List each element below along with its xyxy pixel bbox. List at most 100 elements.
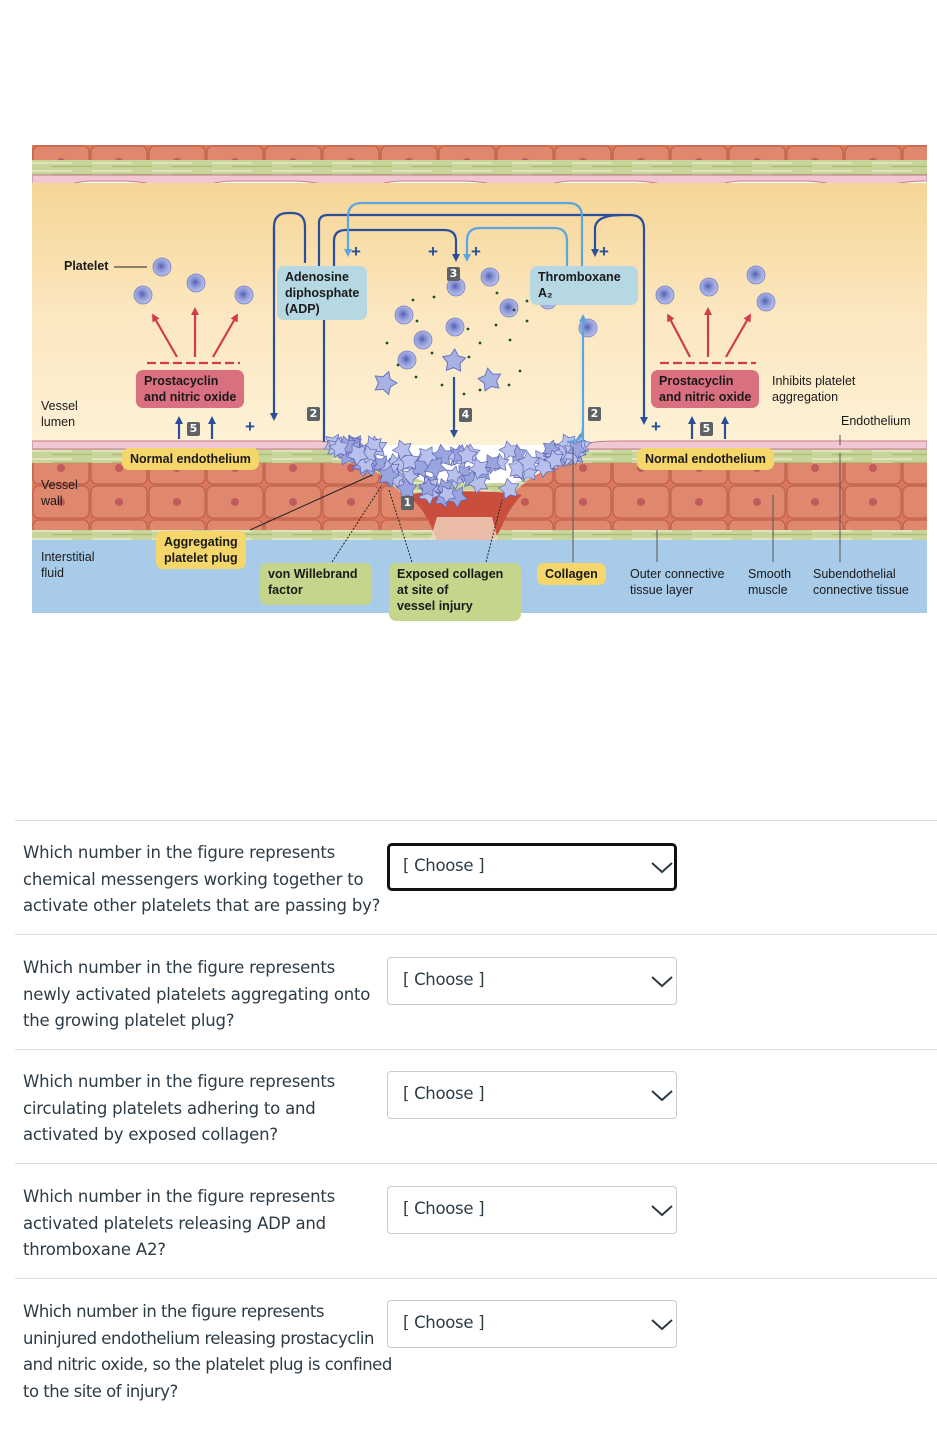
thromboxane-box: Thromboxane A₂ xyxy=(530,266,638,305)
chemical-dot xyxy=(507,383,511,387)
answer-select[interactable]: [ Choose ] xyxy=(387,843,677,891)
select-value: [ Choose ] xyxy=(403,1313,485,1332)
question-text: Which number in the figure represents ne… xyxy=(23,958,371,1030)
bottom-smooth-muscle xyxy=(32,463,927,530)
question-text: Which number in the figure represents ch… xyxy=(23,843,381,915)
select-value: [ Choose ] xyxy=(403,1084,485,1103)
plug-platelet xyxy=(416,446,439,468)
platelet xyxy=(186,273,206,293)
chemical-dot xyxy=(415,319,419,323)
chemical-dot xyxy=(385,341,389,345)
chemical-dot xyxy=(430,351,434,355)
plus-sign: + xyxy=(471,242,481,261)
platelet xyxy=(445,317,465,337)
platelet xyxy=(234,285,254,305)
plug-platelet xyxy=(567,439,587,460)
inhibition-arrows-right xyxy=(660,307,756,365)
platelet-label: Platelet xyxy=(64,259,109,273)
chemical-dot xyxy=(495,291,499,295)
leader-lines xyxy=(114,266,841,563)
platelet xyxy=(756,292,776,312)
collagen-label: Collagen xyxy=(537,563,606,585)
top-connective-tissue xyxy=(32,160,927,175)
plug-platelet xyxy=(481,454,502,475)
plug-platelet xyxy=(542,439,561,458)
question-row: Which number in the figure represents ci… xyxy=(15,1049,937,1164)
platelet xyxy=(394,305,414,325)
von-willebrand-label: von Willebrand factor xyxy=(260,563,372,605)
chemical-dot xyxy=(518,369,522,373)
vessel-wall-label: Vessel wall xyxy=(41,478,78,508)
plug-platelet xyxy=(468,457,490,480)
smooth-muscle-label: Smooth muscle xyxy=(748,567,792,597)
feedback-arrows xyxy=(175,201,729,444)
chemical-dot xyxy=(478,388,482,392)
question-text: Which number in the figure represents un… xyxy=(23,1302,392,1401)
plug-platelet xyxy=(445,465,464,485)
aggregating-plug-label: Aggregating platelet plug xyxy=(156,531,246,569)
chemical-dot xyxy=(512,308,516,312)
platelet xyxy=(746,265,766,285)
activated-platelet xyxy=(477,367,502,392)
answer-select[interactable]: [ Choose ] xyxy=(387,1071,677,1119)
plug-platelet xyxy=(497,477,520,500)
chemical-dot xyxy=(414,375,418,379)
question-row: Which number in the figure represents ne… xyxy=(15,934,937,1049)
chemical-dot xyxy=(508,338,512,342)
platelet xyxy=(578,318,598,338)
question-row: Which number in the figure represents ch… xyxy=(15,820,937,935)
adp-box: Adenosine diphosphate (ADP) xyxy=(277,266,368,320)
plus-sign: + xyxy=(351,242,361,261)
plug-platelet xyxy=(378,464,400,487)
answer-select[interactable]: [ Choose ] xyxy=(387,957,677,1005)
hemostasis-figure: Platelet Vessel lumen Vessel wall Inters… xyxy=(32,145,927,621)
chemical-dot xyxy=(478,341,482,345)
plug-platelet xyxy=(391,439,413,461)
step-5-badge-left: 5 xyxy=(187,422,200,436)
answer-select[interactable]: [ Choose ] xyxy=(387,1186,677,1234)
interstitial-fluid-label: Interstitial fluid xyxy=(41,550,95,580)
answer-select[interactable]: [ Choose ] xyxy=(387,1300,677,1348)
activated-platelet xyxy=(441,348,467,372)
plus-sign: + xyxy=(599,242,609,261)
step-1-badge: 1 xyxy=(401,496,414,510)
platelet xyxy=(655,285,675,305)
platelet xyxy=(152,257,172,277)
chemical-dot xyxy=(396,363,400,367)
chemical-dots xyxy=(385,291,529,396)
question-row: Which number in the figure represents ac… xyxy=(15,1163,937,1278)
select-value: [ Choose ] xyxy=(403,1199,485,1218)
plug-platelet xyxy=(517,450,540,473)
exposed-collagen-label: Exposed collagen at site of vessel injur… xyxy=(389,563,521,621)
chemical-dot xyxy=(525,299,529,303)
chevron-down-icon xyxy=(651,1319,673,1331)
chemical-dot xyxy=(462,392,466,396)
activated-platelet xyxy=(374,370,398,396)
chemical-dot xyxy=(411,298,415,302)
select-value: [ Choose ] xyxy=(403,970,485,989)
vessel-lumen-label: Vessel lumen xyxy=(41,399,78,429)
platelet xyxy=(397,350,417,370)
plug-platelet xyxy=(437,485,457,505)
chevron-down-icon xyxy=(651,862,673,874)
chemical-dot xyxy=(467,355,471,359)
question-text: Which number in the figure represents ac… xyxy=(23,1187,336,1259)
chevron-down-icon xyxy=(651,1090,673,1102)
chemical-dot xyxy=(525,319,529,323)
question-text: Which number in the figure represents ci… xyxy=(23,1072,336,1144)
plug-platelet xyxy=(418,478,438,497)
outer-connective-label: Outer connective tissue layer xyxy=(630,567,725,597)
normal-endothelium-left: Normal endothelium xyxy=(122,448,259,470)
normal-endothelium-right: Normal endothelium xyxy=(637,448,774,470)
plus-sign: + xyxy=(428,242,438,261)
select-value: [ Choose ] xyxy=(403,856,485,875)
chemical-dot xyxy=(440,383,444,387)
plug-platelet xyxy=(346,443,369,466)
chemical-dot xyxy=(494,323,498,327)
platelet xyxy=(480,267,500,287)
plug-platelet xyxy=(467,472,489,495)
chemical-dot xyxy=(432,295,436,299)
plus-sign: + xyxy=(651,417,661,436)
endothelium-label: Endothelium xyxy=(841,414,911,428)
inhibits-aggregation-label: Inhibits platelet aggregation xyxy=(772,374,856,404)
